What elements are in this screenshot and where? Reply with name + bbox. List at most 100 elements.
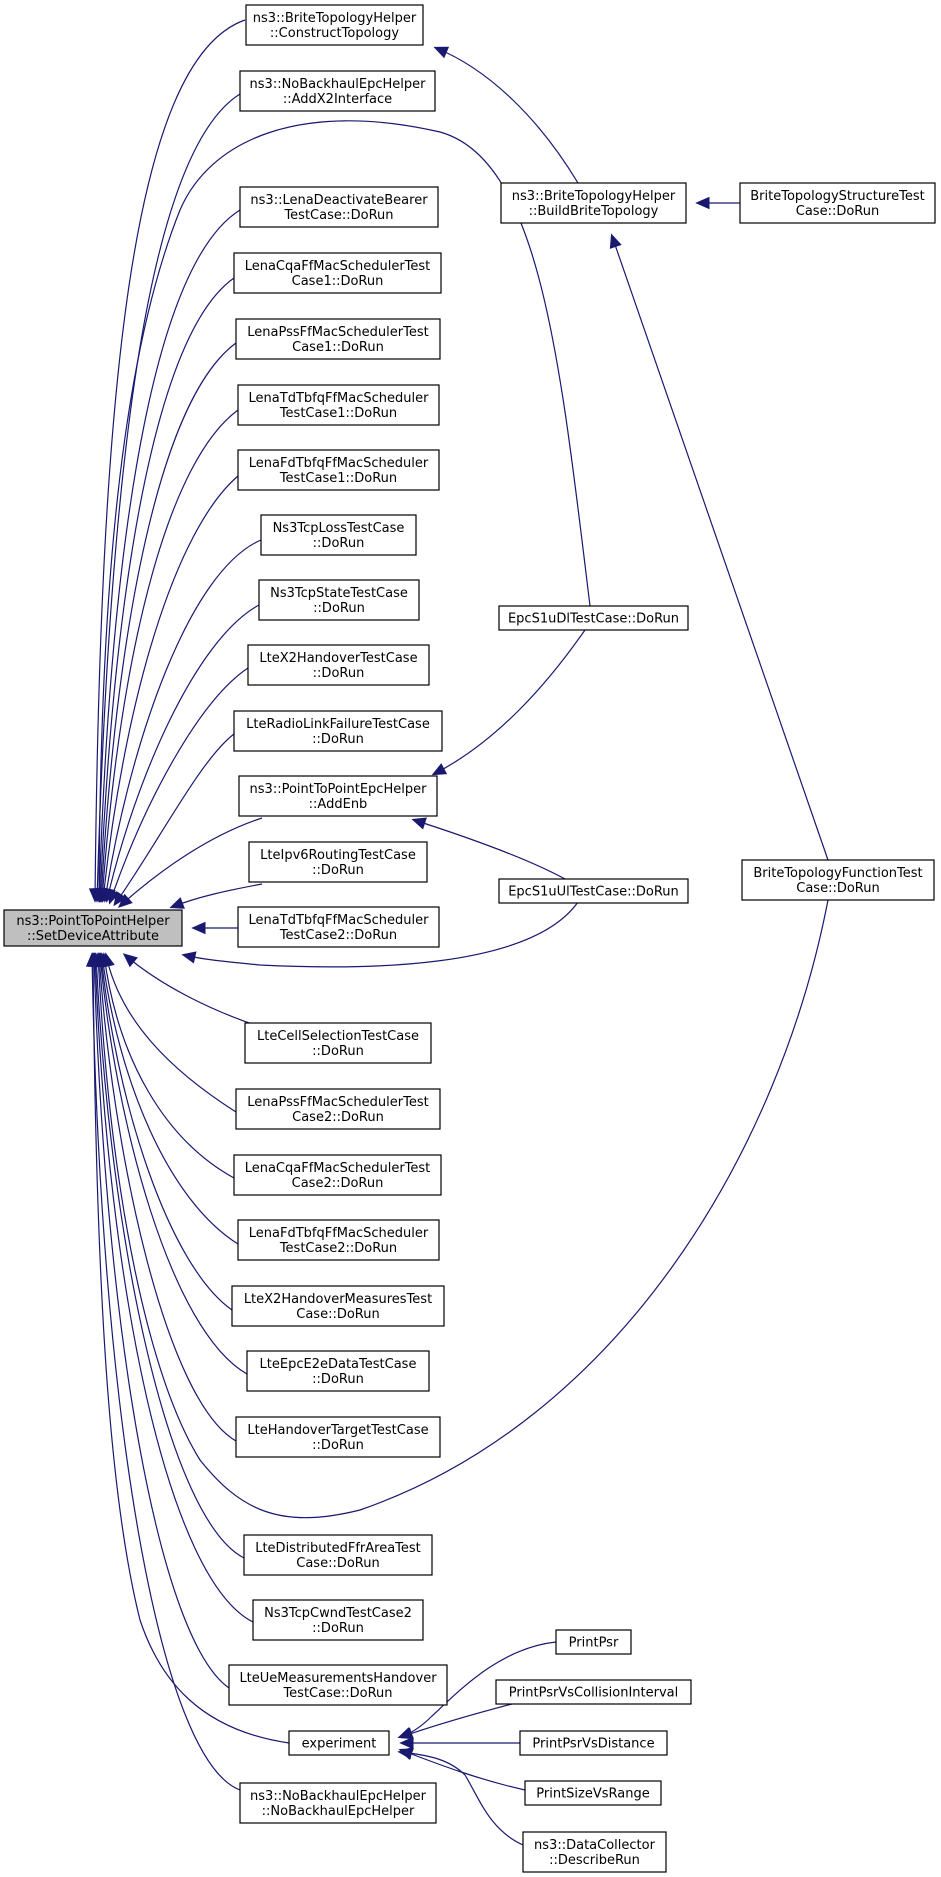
node-label: Case1::DoRun <box>292 340 384 355</box>
node-label: ns3::PointToPointEpcHelper <box>250 782 428 797</box>
node-lte-ipv6-routing[interactable]: LteIpv6RoutingTestCase::DoRun <box>248 841 428 883</box>
edge-lte-x2-handover-measures-to-set-device-attribute <box>95 952 233 1311</box>
node-lte-cell-selection[interactable]: LteCellSelectionTestCase::DoRun <box>244 1022 432 1064</box>
node-label: ns3::PointToPointHelper <box>16 914 170 929</box>
node-label: ns3::NoBackhaulEpcHelper <box>250 77 427 92</box>
edge-build-brite-topology-to-construct-topology <box>433 46 579 184</box>
node-label: Case::DoRun <box>796 204 879 219</box>
node-label: LteIpv6RoutingTestCase <box>260 848 416 863</box>
edge-epc-s1u-dl-to-p2p-epc-add-enb <box>431 629 586 776</box>
node-label: LteEpcE2eDataTestCase <box>260 1357 417 1372</box>
node-no-backhaul-epc-helper[interactable]: ns3::NoBackhaulEpcHelper::NoBackhaulEpcH… <box>239 1782 437 1824</box>
node-label: LteCellSelectionTestCase <box>257 1029 419 1044</box>
edge-lena-pss-1-to-set-device-attribute <box>95 342 237 903</box>
node-ns3-tcp-cwnd-2[interactable]: Ns3TcpCwndTestCase2::DoRun <box>252 1599 424 1641</box>
node-experiment[interactable]: experiment <box>288 1730 390 1756</box>
node-label: Ns3TcpLossTestCase <box>273 521 405 536</box>
node-print-size-vs-range[interactable]: PrintSizeVsRange <box>524 1780 662 1806</box>
node-label: ns3::BriteTopologyHelper <box>253 11 417 26</box>
node-data-collector-describe-run[interactable]: ns3::DataCollector::DescribeRun <box>522 1831 667 1873</box>
node-label: ::DoRun <box>312 1621 364 1636</box>
edge-lte-ipv6-routing-to-set-device-attribute <box>169 883 263 909</box>
node-label: PrintPsrVsDistance <box>532 1737 654 1752</box>
node-lte-x2-handover[interactable]: LteX2HandoverTestCase::DoRun <box>247 644 430 686</box>
edge-lte-epc-e2e-data-to-set-device-attribute <box>94 952 248 1375</box>
node-label: LenaFdTbfqFfMacScheduler <box>249 456 429 471</box>
node-label: PrintPsrVsCollisionInterval <box>509 1686 679 1701</box>
node-label: LteDistributedFfrAreaTest <box>255 1541 421 1556</box>
edge-ns3-tcp-state-to-set-device-attribute <box>103 604 260 903</box>
node-label: ::BuildBriteTopology <box>529 204 659 219</box>
node-lte-epc-e2e-data[interactable]: LteEpcE2eDataTestCase::DoRun <box>246 1350 430 1392</box>
node-label: PrintPsr <box>569 1636 619 1651</box>
node-p2p-epc-add-enb[interactable]: ns3::PointToPointEpcHelper::AddEnb <box>238 775 438 817</box>
node-label: LenaTdTbfqFfMacScheduler <box>249 391 430 406</box>
edge-lena-pss-2-to-set-device-attribute <box>102 952 237 1113</box>
node-ns3-tcp-state[interactable]: Ns3TcpStateTestCase::DoRun <box>258 579 420 621</box>
node-lte-handover-target[interactable]: LteHandoverTargetTestCase::DoRun <box>235 1416 441 1458</box>
node-label: ::DoRun <box>312 863 364 878</box>
node-label: ns3::DataCollector <box>534 1838 656 1853</box>
node-print-psr[interactable]: PrintPsr <box>555 1629 632 1655</box>
node-label: ::ConstructTopology <box>270 26 399 41</box>
node-epc-s1u-ul[interactable]: EpcS1uUlTestCase::DoRun <box>498 878 689 904</box>
edge-ns3-tcp-cwnd-2-to-set-device-attribute <box>89 952 254 1623</box>
node-ns3-tcp-loss[interactable]: Ns3TcpLossTestCase::DoRun <box>260 514 417 556</box>
node-label: LenaPssFfMacSchedulerTest <box>247 1095 428 1110</box>
node-label: ::AddEnb <box>309 797 368 812</box>
edge-brite-topology-function-to-build-brite-topology <box>609 233 829 861</box>
edge-print-psr-vs-collision-to-experiment <box>398 1703 513 1740</box>
edge-lena-deactivate-bearer-to-set-device-attribute <box>93 209 241 903</box>
edge-brite-topology-function-to-set-device-attribute <box>92 899 829 1519</box>
node-label: ns3::LenaDeactivateBearer <box>250 193 428 208</box>
node-label: TestCase1::DoRun <box>279 406 397 421</box>
node-label: ::DescribeRun <box>549 1853 640 1868</box>
node-construct-topology[interactable]: ns3::BriteTopologyHelper::ConstructTopol… <box>245 4 424 46</box>
edge-lena-td-tbfq-2-to-set-device-attribute <box>191 921 238 935</box>
node-label: Case::DoRun <box>296 1307 379 1322</box>
edge-print-psr-vs-distance-to-experiment <box>399 1736 520 1750</box>
node-lte-radio-link-failure[interactable]: LteRadioLinkFailureTestCase::DoRun <box>233 710 443 752</box>
node-set-device-attribute[interactable]: ns3::PointToPointHelper::SetDeviceAttrib… <box>3 909 183 947</box>
node-label: Case1::DoRun <box>292 274 384 289</box>
node-label: ::DoRun <box>312 1044 364 1059</box>
edge-epc-s1u-ul-to-p2p-epc-add-enb <box>411 817 566 880</box>
node-label: ::AddX2Interface <box>283 92 392 107</box>
node-label: ::SetDeviceAttribute <box>27 929 159 944</box>
node-label: Case2::DoRun <box>292 1110 384 1125</box>
node-label: Case2::DoRun <box>292 1176 384 1191</box>
node-build-brite-topology[interactable]: ns3::BriteTopologyHelper::BuildBriteTopo… <box>500 182 687 224</box>
node-label: PrintSizeVsRange <box>536 1787 649 1802</box>
node-label: LenaTdTbfqFfMacScheduler <box>249 913 430 928</box>
node-label: LenaCqaFfMacSchedulerTest <box>245 1161 431 1176</box>
edge-lena-cqa-2-to-set-device-attribute <box>99 952 235 1179</box>
node-label: TestCase1::DoRun <box>279 471 397 486</box>
node-print-psr-vs-collision[interactable]: PrintPsrVsCollisionInterval <box>495 1679 692 1705</box>
node-print-psr-vs-distance[interactable]: PrintPsrVsDistance <box>519 1730 668 1756</box>
node-label: Case::DoRun <box>796 881 879 896</box>
node-label: Case::DoRun <box>296 1556 379 1571</box>
node-label: TestCase2::DoRun <box>279 1241 397 1256</box>
node-add-x2-interface[interactable]: ns3::NoBackhaulEpcHelper::AddX2Interface <box>239 70 436 112</box>
edge-p2p-epc-add-enb-to-set-device-attribute <box>117 817 263 908</box>
node-label: ns3::NoBackhaulEpcHelper <box>250 1789 427 1804</box>
node-label: LteX2HandoverMeasuresTest <box>244 1292 432 1307</box>
node-label: LenaPssFfMacSchedulerTest <box>247 325 428 340</box>
node-epc-s1u-dl[interactable]: EpcS1uDlTestCase::DoRun <box>498 605 689 631</box>
edge-brite-topology-structure-to-build-brite-topology <box>695 196 740 210</box>
